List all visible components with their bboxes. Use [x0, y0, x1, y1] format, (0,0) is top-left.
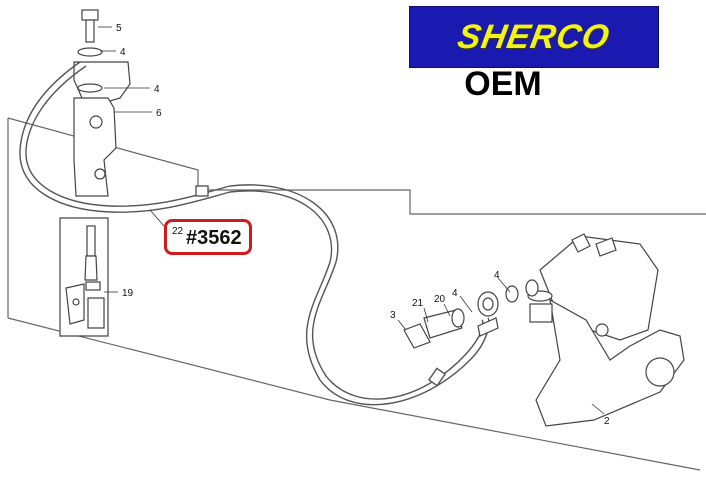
- banjo-fittings: [403, 279, 539, 349]
- callout-2: 2: [604, 416, 610, 427]
- callout-6: 6: [156, 108, 162, 119]
- callout-5: 5: [116, 23, 122, 34]
- brake-caliper: [527, 233, 685, 427]
- callout-4-caliper: 4: [494, 270, 500, 281]
- callout-4-mid: 4: [154, 84, 160, 95]
- callout-3: 3: [390, 310, 396, 321]
- callout-19: 19: [122, 288, 134, 299]
- sherco-logo: SHERCO: [409, 6, 659, 68]
- brand-logo-text: SHERCO: [455, 17, 614, 56]
- master-cylinder: [73, 9, 131, 197]
- highlight-callout-number: 22: [172, 226, 184, 237]
- leader-lines: [98, 26, 605, 415]
- part-number-highlight-box: [164, 219, 252, 255]
- callout-4-washer: 4: [452, 288, 458, 299]
- frame-outline: [7, 117, 706, 471]
- brake-hose: [19, 61, 490, 406]
- callout-4-top: 4: [120, 47, 126, 58]
- oem-label: OEM: [464, 65, 542, 103]
- part-number: #3562: [186, 227, 242, 249]
- callout-20: 20: [434, 294, 446, 305]
- callout-21: 21: [412, 298, 424, 309]
- pushrod-assembly: [59, 217, 109, 337]
